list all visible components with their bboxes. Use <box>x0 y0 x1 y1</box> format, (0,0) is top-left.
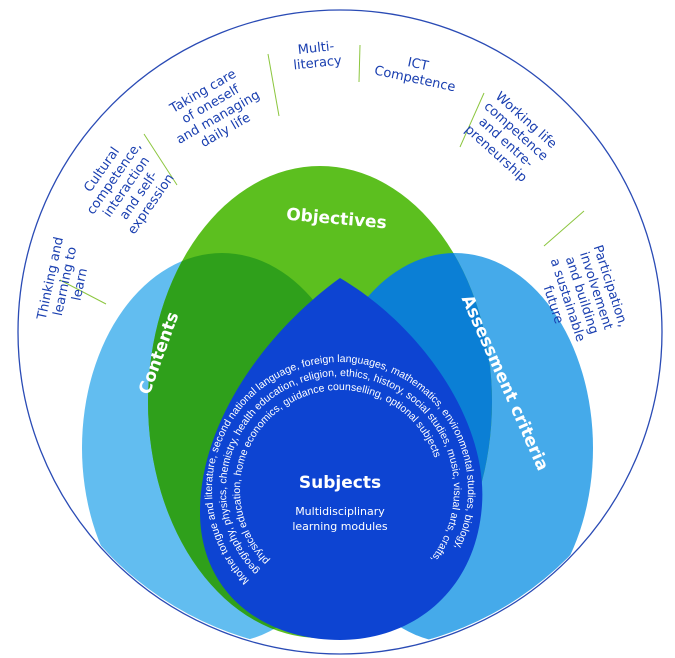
subjects-subtitle-line2: learning modules <box>292 520 388 533</box>
label-thinking-learning: Thinking andlearning tolearn <box>35 236 97 329</box>
subjects-area <box>200 278 483 640</box>
separator-line <box>267 53 280 117</box>
separator-line <box>59 279 107 305</box>
separator-line <box>358 44 361 83</box>
label-multiliteracy: Multi-literacy <box>291 39 343 74</box>
subjects-title: Subjects <box>299 473 381 493</box>
label-working-life: Working lifecompetenceand entre-preneurs… <box>461 88 561 186</box>
separators <box>59 44 585 305</box>
separator-line <box>459 92 485 148</box>
separator-line <box>143 133 178 186</box>
outer-circle <box>17 9 663 655</box>
label-cultural-competence: Culturalcompetence,interactionand self-e… <box>72 131 182 243</box>
label-ict-competence: ICTCompetence <box>373 49 460 95</box>
label-taking-care: Taking careof oneselfand managingdaily l… <box>159 62 270 161</box>
subjects-subtitle-line1: Multidisciplinary <box>295 505 385 518</box>
separator-line <box>543 210 585 247</box>
